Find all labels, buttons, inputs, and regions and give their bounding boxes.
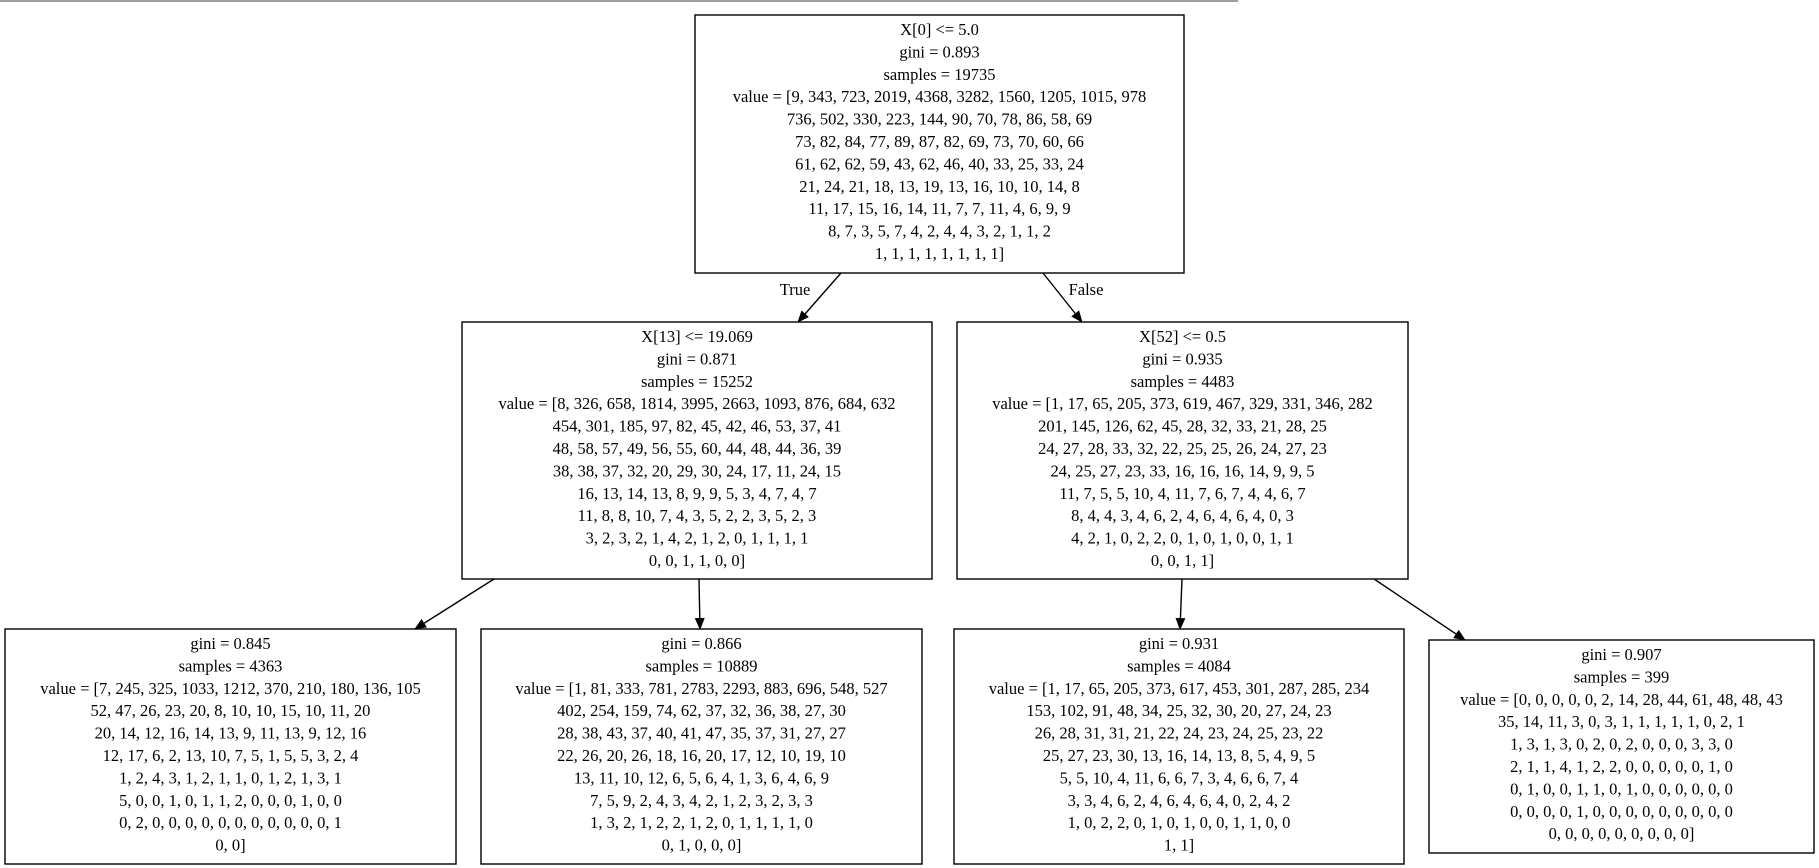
node-line: gini = 0.935 [1142,349,1222,368]
node-line: gini = 0.871 [657,349,737,368]
node-line: samples = 19735 [884,65,996,84]
tree-node-left: X[13] <= 19.069 gini = 0.871 samples = 152… [461,321,933,580]
node-line: 1, 1, 1, 1, 1, 1, 1, 1] [875,244,1004,263]
node-line: value = [7, 245, 325, 1033, 1212, 370, 2… [40,679,421,698]
node-line: 5, 5, 10, 4, 11, 6, 6, 7, 3, 4, 6, 6, 7,… [1060,768,1299,787]
edge-left-lr [694,578,705,630]
node-line: value = [1, 17, 65, 205, 373, 619, 467, … [992,394,1373,413]
node-line: 52, 47, 26, 23, 20, 8, 10, 10, 15, 10, 1… [91,701,371,720]
node-line: 736, 502, 330, 223, 144, 90, 70, 78, 86,… [787,110,1092,129]
node-line: gini = 0.893 [899,42,979,61]
node-line: 0, 2, 0, 0, 0, 0, 0, 0, 0, 0, 0, 0, 0, 1 [119,813,342,832]
edge-label-false: False [1069,280,1104,299]
node-line: 35, 14, 11, 3, 0, 3, 1, 1, 1, 1, 1, 0, 2… [1498,712,1745,731]
node-line: 153, 102, 91, 48, 34, 25, 32, 30, 20, 27… [1026,701,1331,720]
edge-left-ll [414,578,495,630]
node-line: 8, 7, 3, 5, 7, 4, 2, 4, 4, 3, 2, 1, 1, 2 [828,222,1051,241]
node-line: samples = 10889 [646,656,758,675]
node-line: gini = 0.845 [190,634,270,653]
node-line: 8, 4, 4, 3, 4, 6, 2, 4, 6, 4, 6, 4, 0, 3 [1071,506,1294,525]
edge-root-left [797,272,842,323]
edge-label-true: True [780,280,811,299]
node-box [4,628,457,865]
node-line: 22, 26, 20, 26, 18, 16, 20, 17, 12, 10, … [557,746,846,765]
edge-right-rr [1373,578,1466,641]
node-line: 1, 3, 2, 1, 2, 2, 1, 2, 0, 1, 1, 1, 1, 0 [590,813,813,832]
node-line: 1, 2, 4, 3, 1, 2, 1, 1, 0, 1, 2, 1, 3, 1 [119,768,342,787]
tree-node-leaf-rl: gini = 0.931 samples = 4084 value = [1, 17… [953,628,1405,865]
node-line: value = [9, 343, 723, 2019, 4368, 3282, … [733,87,1147,106]
node-line: 48, 58, 57, 49, 56, 55, 60, 44, 48, 44, … [553,439,842,458]
node-line: 1, 1] [1164,836,1194,855]
tree-node-leaf-rr: gini = 0.907 samples = 399 value = [0, 0, … [1428,639,1815,854]
node-line: 11, 17, 15, 16, 14, 11, 7, 7, 11, 4, 6, … [808,199,1070,218]
node-line: value = [8, 326, 658, 1814, 3995, 2663, … [498,394,895,413]
node-line: 0, 0, 1, 1, 0, 0] [649,551,745,570]
node-line: 38, 38, 37, 32, 20, 29, 30, 24, 17, 11, … [553,461,841,480]
edge-right-rl [1175,578,1186,630]
tree-node-right: X[52] <= 0.5 gini = 0.935 samples = 4483 va… [956,321,1409,580]
node-line: 3, 2, 3, 2, 1, 4, 2, 1, 2, 0, 1, 1, 1, 1 [586,529,809,548]
node-line: 1, 0, 2, 2, 0, 1, 0, 1, 0, 0, 1, 1, 0, 0 [1068,813,1291,832]
node-line: samples = 4084 [1127,656,1231,675]
node-line: 24, 27, 28, 33, 32, 22, 25, 25, 26, 24, … [1038,439,1327,458]
node-box [1428,639,1815,854]
node-line: 7, 5, 9, 2, 4, 3, 4, 2, 1, 2, 3, 2, 3, 3 [590,791,813,810]
node-box [953,628,1405,865]
node-box [956,321,1409,580]
node-line: 0, 0, 0, 0, 0, 0, 0, 0, 0] [1549,824,1695,843]
tree-edges [414,272,1466,641]
node-line: samples = 4483 [1131,372,1235,391]
node-line: gini = 0.866 [661,634,741,653]
node-line: 26, 28, 31, 31, 21, 22, 24, 23, 24, 25, … [1035,724,1324,743]
node-line: value = [1, 81, 333, 781, 2783, 2293, 88… [515,679,887,698]
node-box [480,628,923,865]
node-line: 11, 8, 8, 10, 7, 4, 3, 5, 2, 2, 3, 5, 2,… [578,506,817,525]
node-line: gini = 0.907 [1581,645,1661,664]
tree-node-leaf-ll: gini = 0.845 samples = 4363 value = [7, 24… [4,628,457,865]
node-line: 5, 0, 0, 1, 0, 1, 1, 2, 0, 0, 0, 1, 0, 0 [119,791,342,810]
node-line: 1, 3, 1, 3, 0, 2, 0, 2, 0, 0, 0, 3, 3, 0 [1510,735,1733,754]
node-line: samples = 15252 [641,372,753,391]
tree-node-leaf-lr: gini = 0.866 samples = 10889 value = [1, 8… [480,628,923,865]
node-line: 24, 25, 27, 23, 33, 16, 16, 16, 14, 9, 9… [1051,461,1315,480]
tree-nodes: X[0] <= 5.0 gini = 0.893 samples = 19735 va… [4,14,1815,865]
node-line: 73, 82, 84, 77, 89, 87, 82, 69, 73, 70, … [795,132,1084,151]
node-line: 201, 145, 126, 62, 45, 28, 32, 33, 21, 2… [1038,417,1327,436]
tree-edge-labels: True False [780,280,1104,299]
node-line: 20, 14, 12, 16, 14, 13, 9, 11, 13, 9, 12… [95,724,367,743]
node-line: X[13] <= 19.069 [641,327,753,346]
node-line: 12, 17, 6, 2, 13, 10, 7, 5, 1, 5, 5, 3, … [103,746,359,765]
node-line: 4, 2, 1, 0, 2, 2, 0, 1, 0, 1, 0, 0, 1, 1 [1071,529,1294,548]
edge-root-right [1042,272,1083,323]
node-line: 3, 3, 4, 6, 2, 4, 6, 4, 6, 4, 0, 2, 4, 2 [1068,791,1291,810]
node-line: X[0] <= 5.0 [900,20,979,39]
node-line: 0, 0, 0, 0, 1, 0, 0, 0, 0, 0, 0, 0, 0, 0 [1510,802,1733,821]
node-box [461,321,933,580]
tree-node-root: X[0] <= 5.0 gini = 0.893 samples = 19735 va… [694,14,1185,274]
node-line: 28, 38, 43, 37, 40, 41, 47, 35, 37, 31, … [557,724,846,743]
node-box [694,14,1185,274]
node-line: 61, 62, 62, 59, 43, 62, 46, 40, 33, 25, … [795,154,1084,173]
node-line: 11, 7, 5, 5, 10, 4, 11, 7, 6, 7, 4, 4, 6… [1059,484,1305,503]
node-line: 25, 27, 23, 30, 13, 16, 14, 13, 8, 5, 4,… [1043,746,1315,765]
node-line: samples = 399 [1574,667,1669,686]
node-line: 0, 0, 1, 1] [1151,551,1214,570]
node-line: 0, 0] [215,836,245,855]
node-line: gini = 0.931 [1139,634,1219,653]
node-line: 2, 1, 1, 4, 1, 2, 2, 0, 0, 0, 0, 0, 1, 0 [1510,757,1733,776]
node-line: 454, 301, 185, 97, 82, 45, 42, 46, 53, 3… [553,417,842,436]
node-line: 0, 1, 0, 0, 0] [662,836,742,855]
node-line: 0, 1, 0, 0, 1, 1, 0, 1, 0, 0, 0, 0, 0, 0 [1510,779,1733,798]
node-line: samples = 4363 [179,656,283,675]
node-line: 402, 254, 159, 74, 62, 37, 32, 36, 38, 2… [557,701,846,720]
node-line: value = [0, 0, 0, 0, 0, 2, 14, 28, 44, 6… [1460,690,1783,709]
node-line: 16, 13, 14, 13, 8, 9, 9, 5, 3, 4, 7, 4, … [577,484,816,503]
node-line: 21, 24, 21, 18, 13, 19, 13, 16, 10, 10, … [799,177,1080,196]
node-line: value = [1, 17, 65, 205, 373, 617, 453, … [989,679,1370,698]
node-line: X[52] <= 0.5 [1139,327,1226,346]
node-line: 13, 11, 10, 12, 6, 5, 6, 4, 1, 3, 6, 4, … [574,768,829,787]
